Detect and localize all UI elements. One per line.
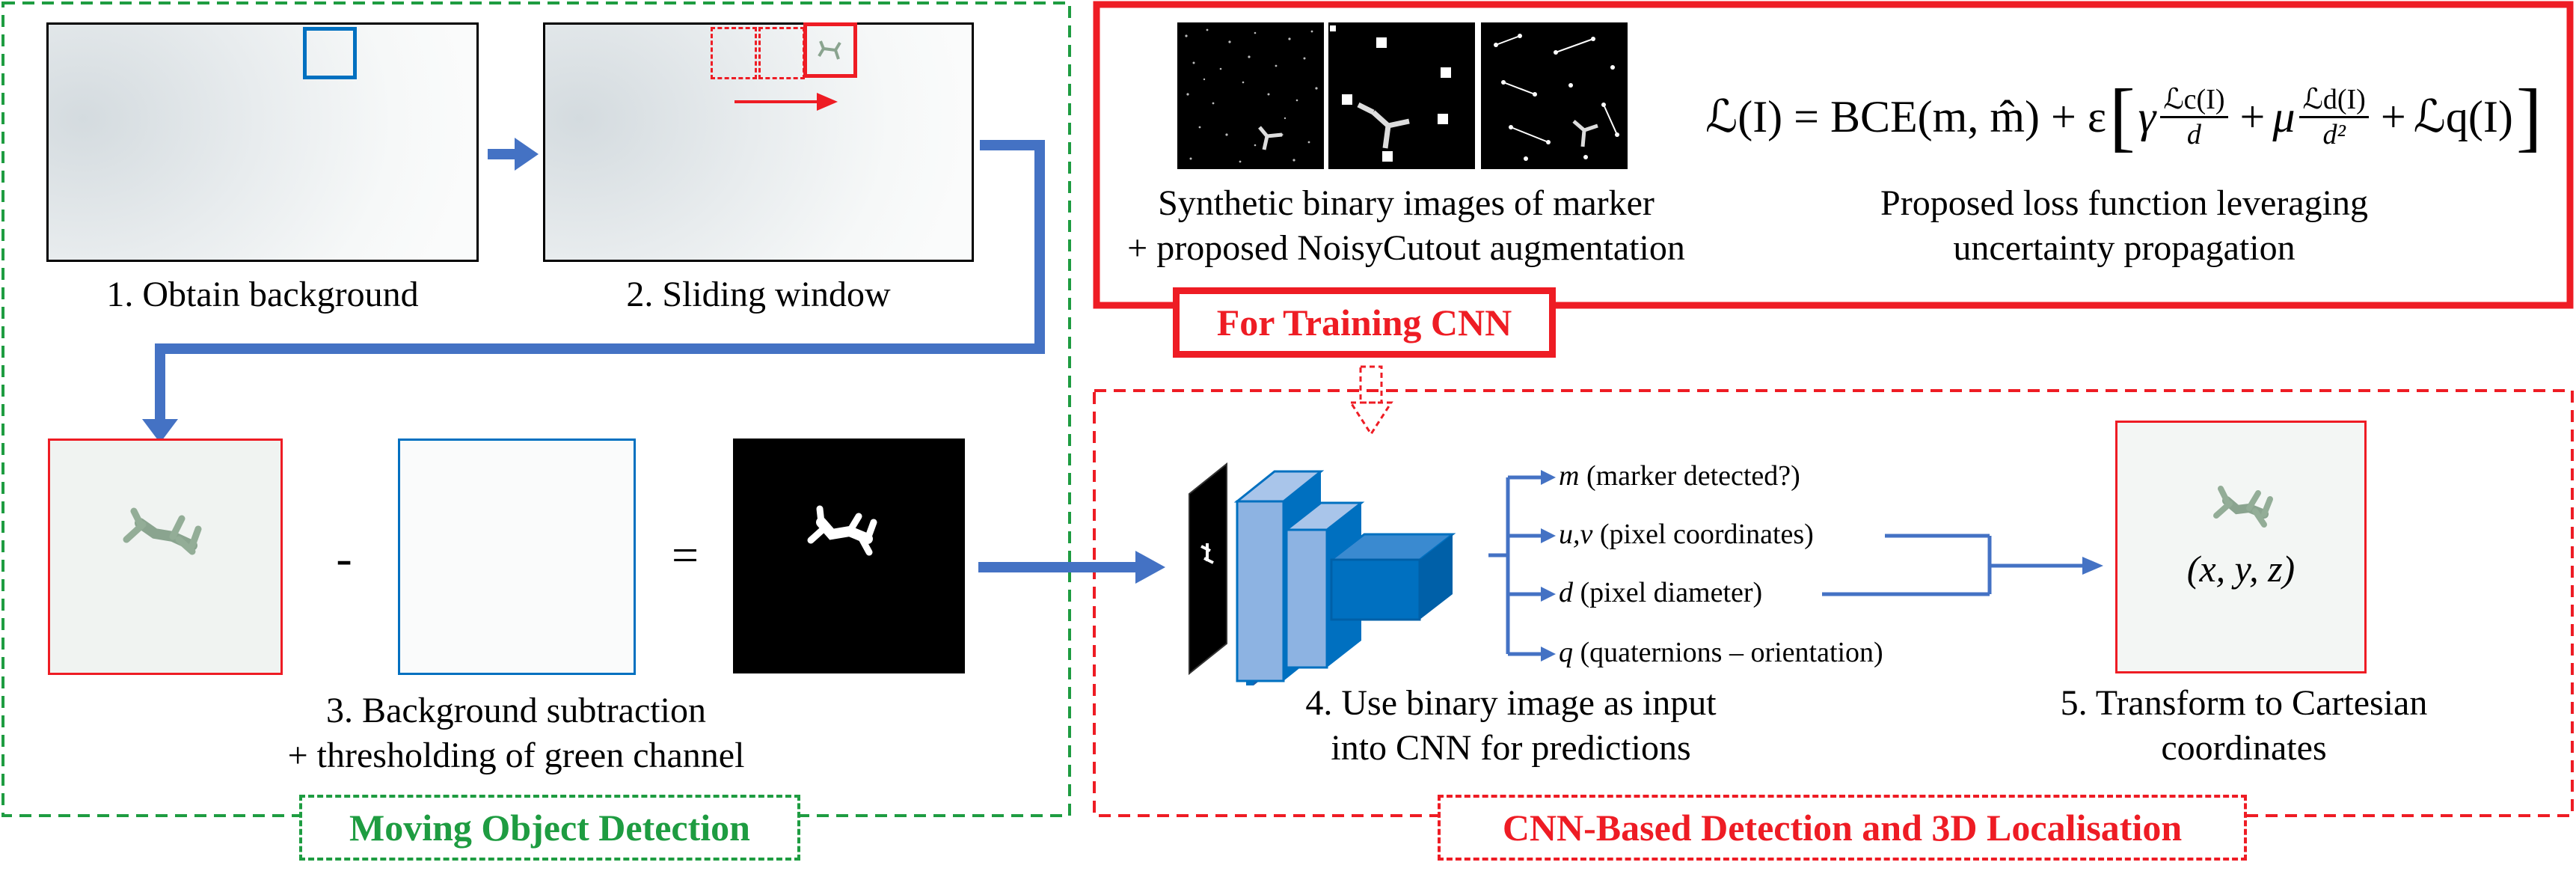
- training-arrow-shaft: [1359, 365, 1383, 404]
- formula-left-bracket: [: [2109, 73, 2135, 159]
- synthetic-image-2: [1328, 22, 1475, 169]
- arrow-step2-step3: [155, 140, 1045, 421]
- formula-frac-d: ℒd(I) d²: [2299, 82, 2369, 151]
- step3-label-line2: + thresholding of green channel: [287, 736, 745, 775]
- training-title: For Training CNN: [1173, 287, 1556, 358]
- synthetic-image-3: [1481, 22, 1628, 169]
- output-m: m (marker detected?): [1559, 460, 1800, 492]
- speckle-texture: [1494, 34, 1619, 161]
- arrow-step2-step3-head: [142, 419, 178, 443]
- marker-small-icon: [818, 40, 841, 60]
- arrow-output-m: [1541, 470, 1556, 485]
- sample-window: [303, 27, 357, 79]
- marker-result-icon: [2213, 486, 2273, 528]
- loss-label-line1: Proposed loss function leveraging: [1880, 183, 2368, 223]
- arrow-to-cnn-head: [1135, 551, 1165, 584]
- arrow-to-step5-head: [2082, 557, 2103, 575]
- output-q: q (quaternions – orientation): [1559, 637, 1883, 668]
- step2-label: 2. Sliding window: [626, 275, 891, 314]
- window-prev-1: [711, 27, 757, 79]
- slide-direction-arrow: [735, 93, 838, 111]
- cartesian-result: (x, y, z): [2115, 421, 2367, 673]
- cnn-section-box: [1093, 389, 2574, 817]
- window-prev-2: [758, 27, 805, 79]
- output-uv: u,v (pixel coordinates): [1559, 519, 1814, 550]
- synthetic-image-1: [1177, 22, 1324, 169]
- background-frame: [46, 22, 479, 262]
- marker-crop-icon: [123, 507, 202, 555]
- step5-label-line1: 5. Transform to Cartesian: [2060, 683, 2428, 723]
- formula-lq: ℒq(I): [2413, 92, 2513, 141]
- synthetic-label-line2: + proposed NoisyCutout augmentation: [1127, 228, 1685, 268]
- moving-detection-title: Moving Object Detection: [299, 795, 800, 861]
- synthetic-label-line1: Synthetic binary images of marker: [1158, 183, 1655, 223]
- noise-texture: [1185, 28, 1318, 163]
- step1-label: 1. Obtain background: [106, 275, 419, 314]
- background-crop: [398, 439, 636, 675]
- loss-label-line2: uncertainty propagation: [1953, 228, 2296, 268]
- cnn-section-title: CNN-Based Detection and 3D Localisation: [1438, 795, 2247, 861]
- output-d: d (pixel diameter): [1559, 577, 1763, 608]
- formula-frac-c: ℒc(I) d: [2160, 82, 2228, 151]
- cutout-texture: [1330, 25, 1451, 162]
- training-arrow-head: [1349, 401, 1393, 436]
- arrow-output-q: [1541, 647, 1556, 662]
- step4-label-line2: into CNN for predictions: [1331, 728, 1691, 768]
- arrow-step1-step2-head: [515, 138, 539, 171]
- marker-binary-icon: [807, 505, 877, 556]
- formula-right-bracket: ]: [2515, 73, 2542, 159]
- step3-label-line1: 3. Background subtraction: [326, 691, 706, 730]
- formula-gamma: γ: [2138, 91, 2156, 141]
- window-current: [803, 22, 857, 78]
- cartesian-coords: (x, y, z): [2186, 548, 2296, 590]
- step5-label-line2: coordinates: [2161, 728, 2327, 768]
- formula-mu: μ: [2272, 91, 2296, 141]
- arrow-output-uv: [1541, 528, 1556, 543]
- window-crop: [48, 439, 283, 675]
- formula-lhs: ℒ(I) = BCE(m, m̂) + ε: [1705, 92, 2107, 141]
- binary-result: [733, 439, 965, 673]
- training-box: [1093, 1, 2574, 309]
- step4-label-line1: 4. Use binary image as input: [1305, 683, 1717, 723]
- equals-sign: =: [671, 528, 699, 581]
- minus-sign: -: [336, 531, 352, 584]
- cnn-network-icon: [1189, 462, 1456, 685]
- arrow-output-d: [1541, 587, 1556, 602]
- loss-formula: ℒ(I) = BCE(m, m̂) + ε [ γ ℒc(I) d + μ ℒd…: [1705, 73, 2542, 159]
